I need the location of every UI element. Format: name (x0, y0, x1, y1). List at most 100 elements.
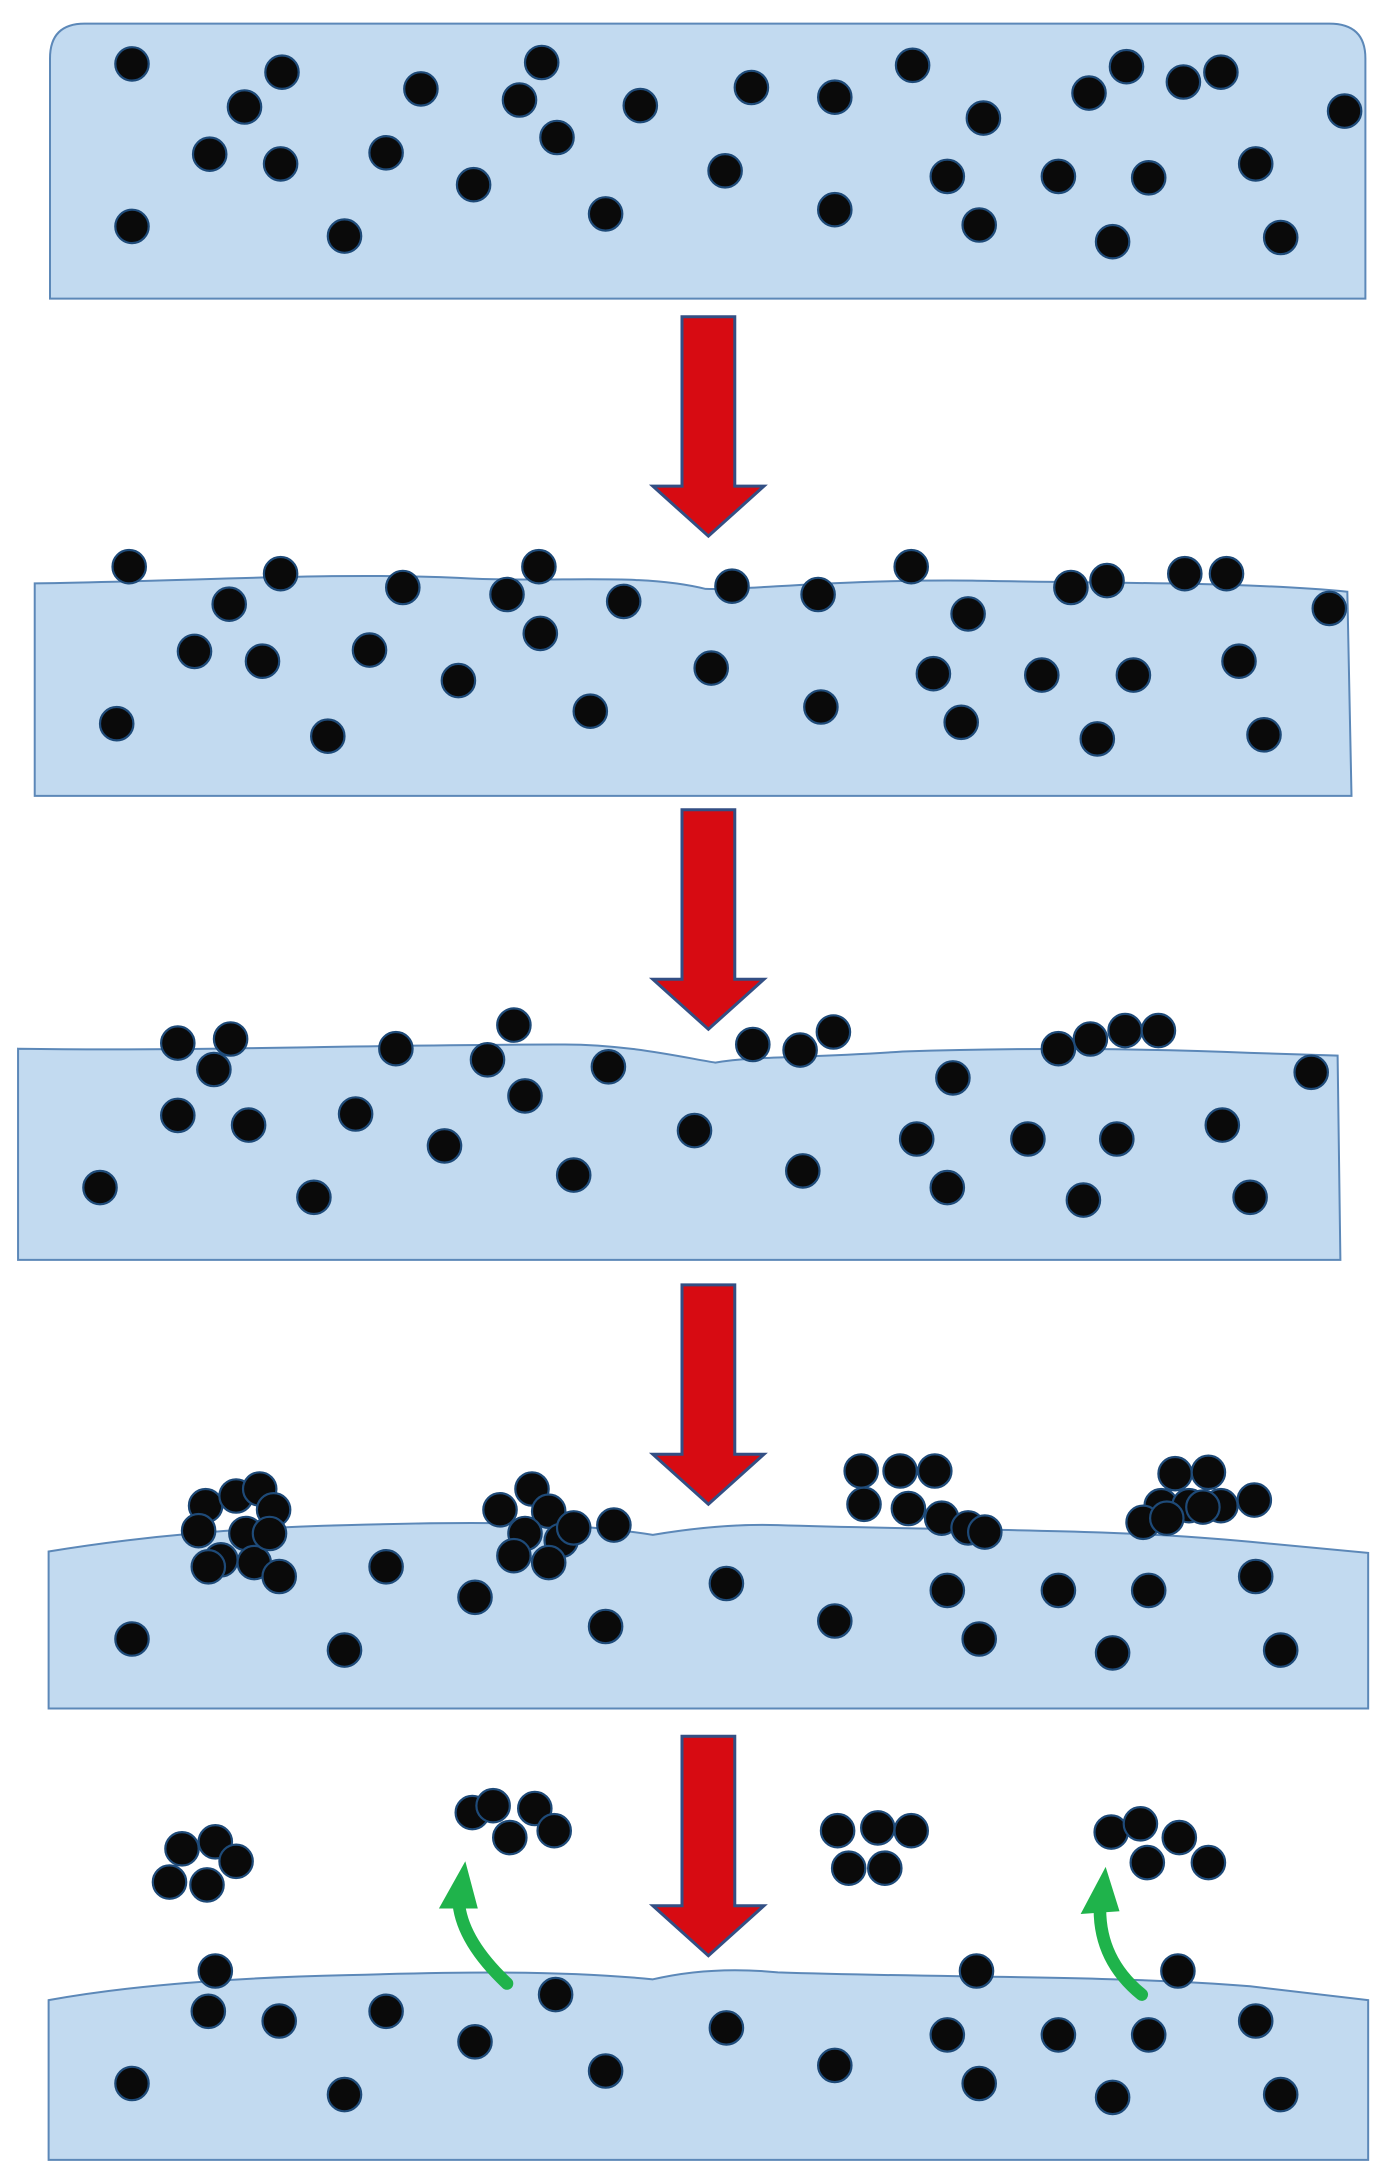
stage-1-particle-5 (501, 82, 538, 118)
stage-3-particle-11 (815, 1014, 852, 1050)
stage-4-particle-49 (961, 1621, 998, 1657)
stage-4-particle-32 (1236, 1482, 1273, 1518)
stage-arrow-2 (648, 808, 768, 1032)
stage-5-particle-38 (961, 2065, 998, 2102)
stage-1-particle-28 (326, 218, 363, 254)
stage-5-particle-7 (475, 1787, 511, 1824)
stage-5-particle-11 (819, 1812, 856, 1849)
stage-3-particle-12 (935, 1060, 971, 1096)
stage-4-particle-42 (1040, 1572, 1077, 1609)
stage-3-particle-20 (337, 1096, 374, 1132)
stage-2-particle-23 (915, 655, 952, 692)
stage-3-particle-14 (1072, 1021, 1109, 1057)
return-arrow-2-shaft (1093, 1896, 1149, 2001)
stage-5-particle-34 (114, 2065, 150, 2102)
return-arrow-2-head (1080, 1866, 1120, 1915)
stage-3-particle-26 (1204, 1107, 1241, 1143)
stage-5-particle-20 (1129, 1844, 1166, 1881)
stage-4-particle-50 (1094, 1635, 1131, 1671)
stage-1-particle-33 (1262, 219, 1299, 256)
stage-3-particle-10 (782, 1032, 818, 1068)
stage-3-particle-32 (1065, 1182, 1102, 1218)
stage-5-particle-15 (866, 1850, 903, 1887)
stage-2-particle-1 (111, 548, 148, 585)
stage-5-particle-26 (368, 1993, 404, 2030)
stage-2-particle-29 (572, 693, 609, 730)
stage-4-particle-48 (816, 1603, 853, 1639)
stage-2-particle-19 (244, 643, 281, 680)
stage-1-particle-24 (1040, 158, 1077, 195)
stage-2-particle-27 (98, 705, 135, 742)
stage-5-particle-33 (1237, 2003, 1274, 2039)
stage-2-particle-18 (176, 633, 213, 670)
stage-4-particle-37 (261, 1558, 298, 1595)
stage-5-particle-23 (1160, 1953, 1196, 1989)
stage-4-particle-43 (1130, 1572, 1167, 1609)
stage-2-particle-28 (309, 718, 346, 755)
stage-4-particle-40 (708, 1565, 745, 1602)
stage-2-particle-15 (1167, 555, 1203, 592)
stage-3-particle-28 (296, 1179, 332, 1216)
stage-3-particle-27 (82, 1169, 118, 1206)
stage-2-particle-22 (693, 650, 730, 686)
stage-3-particle-16 (1140, 1012, 1177, 1049)
stage-1-particle-12 (965, 100, 1002, 136)
stage-1-particle-31 (961, 207, 998, 243)
stage-4-particle-26 (966, 1514, 1003, 1550)
return-arrow-1-head (438, 1861, 478, 1909)
stage-1-particle-22 (707, 153, 743, 189)
stage-3-particle-1 (160, 1025, 196, 1061)
stage-4-particle-22 (846, 1486, 882, 1523)
stage-2-particle-10 (800, 576, 836, 613)
stage-2-particle-2 (262, 555, 299, 592)
stage-2-particle-11 (893, 548, 930, 585)
stage-1-particle-11 (894, 47, 931, 84)
stage-5-particle-31 (1040, 2017, 1077, 2053)
stage-1-particle-9 (733, 69, 770, 106)
stage-2-particle-32 (1079, 721, 1116, 757)
stage-5-liquid-panel (47, 1969, 1370, 2161)
stage-arrow-1 (648, 315, 768, 539)
stage-arrow-4 (648, 1734, 768, 1958)
stage-4-particle-39 (457, 1579, 493, 1616)
stage-2-particle-31 (943, 704, 980, 741)
stage-5-particle-35 (326, 2076, 363, 2113)
stage-1-particle-1 (114, 46, 150, 82)
stage-2-particle-26 (1221, 643, 1257, 680)
stage-1-particle-19 (262, 146, 299, 182)
stage-2-particle-12 (950, 596, 986, 632)
stage-3-particle-17 (1293, 1054, 1330, 1091)
stage-5-particle-8 (491, 1819, 528, 1856)
stage-4-particle-27 (1157, 1455, 1193, 1492)
stage-4-particle-23 (890, 1490, 927, 1527)
stage-5-particle-30 (929, 2017, 966, 2053)
stage-1-particle-20 (368, 135, 404, 171)
stage-1-particle-30 (816, 191, 853, 228)
stage-3-particle-31 (929, 1169, 966, 1206)
stage-5-particle-36 (587, 2053, 624, 2089)
stage-2-particle-24 (1024, 657, 1060, 693)
stage-5-particle-16 (1093, 1814, 1130, 1850)
stage-2-particle-4 (384, 569, 421, 606)
stage-3-particle-33 (1232, 1179, 1268, 1216)
stage-4-particle-41 (929, 1572, 966, 1609)
stage-5-particle-13 (893, 1812, 930, 1849)
stage-3-particle-13 (1040, 1030, 1077, 1067)
stage-2-particle-30 (803, 689, 839, 725)
stage-3-particle-21 (426, 1128, 463, 1164)
stage-4-particle-38 (368, 1549, 404, 1585)
stage-1-particle-15 (1165, 64, 1202, 100)
stage-1-particle-6 (523, 44, 560, 81)
stage-1-particle-23 (929, 158, 966, 195)
stage-3-particle-8 (590, 1049, 627, 1085)
stage-1-particle-8 (622, 87, 659, 124)
stage-5-particle-40 (1262, 2076, 1299, 2113)
stage-1-particle-7 (539, 119, 575, 156)
stage-4-particle-15 (496, 1537, 532, 1574)
stage-4-particle-20 (882, 1453, 918, 1489)
stage-1-particle-2 (264, 54, 300, 90)
stage-5-particle-5 (189, 1867, 225, 1903)
stage-4-particle-19 (843, 1453, 880, 1489)
stage-4-particle-4 (180, 1512, 217, 1549)
